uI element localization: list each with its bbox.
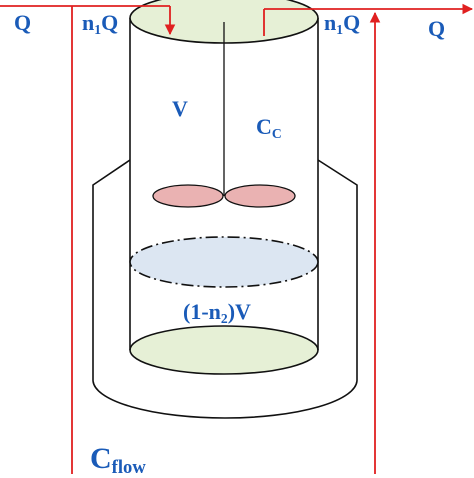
label-n1q-out-base: n: [324, 10, 337, 35]
label-n1q-out: n1Q: [324, 10, 361, 37]
label-dead-volume-pre: (1-n: [183, 299, 221, 324]
label-dead-volume: (1-n2)V: [183, 299, 251, 326]
label-n1q-out-sub: 1: [336, 21, 344, 37]
outer-jacket: [92, 159, 358, 419]
label-volume: V: [172, 96, 188, 121]
label-concentration: CC: [256, 114, 282, 141]
label-n1q-in: n1Q: [82, 10, 119, 37]
label-q-outlet: Q: [428, 16, 446, 41]
label-n1q-in-sub: 1: [94, 21, 102, 37]
label-dead-volume-post: )V: [227, 299, 251, 324]
impeller-blade-left: [152, 184, 224, 208]
label-concentration-base: C: [256, 114, 272, 139]
label-dead-volume-sub: 2: [220, 310, 228, 326]
label-concentration-sub: C: [271, 125, 282, 141]
label-flow-concentration-base: C: [90, 442, 112, 475]
impeller-blade-right: [224, 184, 296, 208]
label-n1q-in-base: n: [82, 10, 95, 35]
label-flow-concentration: Cflow: [90, 444, 146, 478]
label-n1q-out-tail: Q: [343, 10, 361, 35]
liquid-level: [129, 236, 319, 288]
label-q-inlet: Q: [14, 10, 32, 35]
label-n1q-in-tail: Q: [101, 10, 119, 35]
vessel-bottom: [129, 325, 319, 375]
label-flow-concentration-sub: flow: [111, 457, 146, 478]
